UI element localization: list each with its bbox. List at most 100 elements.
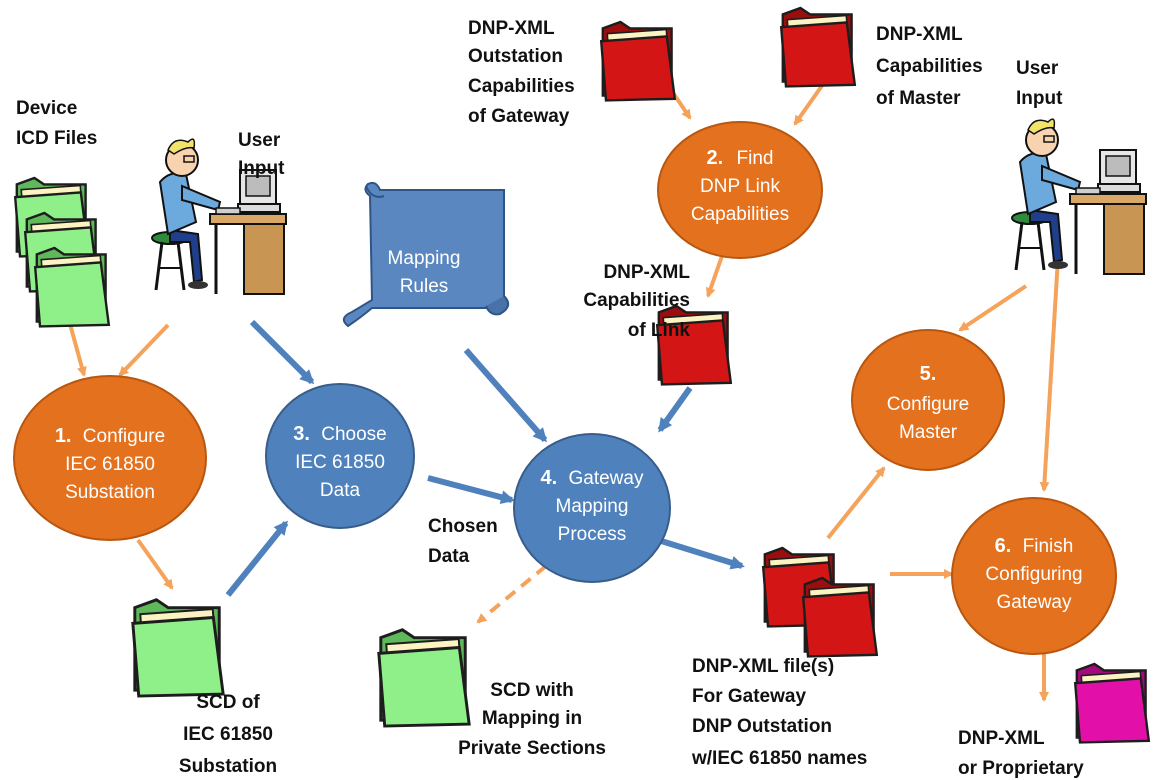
node-line: Substation: [65, 482, 155, 503]
node-line: Process: [558, 524, 627, 545]
svg-text:Input: Input: [238, 158, 285, 179]
label-user-input-right: User Input: [1016, 58, 1063, 109]
node-line: Choose: [321, 424, 387, 445]
svg-text:Chosen: Chosen: [428, 516, 498, 537]
arrow-n1-to-scd: [136, 538, 174, 590]
svg-text:DNP-XML file(s): DNP-XML file(s): [692, 656, 834, 677]
svg-text:of Gateway: of Gateway: [468, 106, 570, 127]
label-chosen-data: Chosen Data: [428, 516, 498, 567]
label-scd-mapping: SCD with Mapping in Private Sections: [458, 680, 606, 759]
node-line: Data: [320, 480, 361, 501]
node-line: Gateway: [568, 468, 643, 489]
arrow-rules-to-n4: [463, 348, 548, 443]
svg-text:6. Finish: 6. Finish: [995, 535, 1074, 557]
device-icd-folders: [13, 176, 111, 328]
link-caps-folder-icon: [656, 304, 732, 386]
node-2: 2. Find DNP Link Capabilities: [657, 121, 823, 259]
node-number: 3.: [293, 423, 310, 445]
svg-text:Input: Input: [1016, 88, 1063, 109]
svg-text:Capabilities: Capabilities: [468, 76, 575, 97]
arrow-n4-to-scd-mapping: [476, 564, 548, 624]
arrow-user-to-n5: [958, 284, 1028, 332]
svg-text:DNP Outstation: DNP Outstation: [692, 716, 832, 737]
svg-text:of Link: of Link: [628, 320, 691, 341]
node-line: IEC 61850: [295, 452, 385, 473]
arrow-scd-to-n3: [225, 520, 289, 597]
node-line: Mapping: [556, 496, 629, 517]
label-device-icd: Device ICD Files: [16, 98, 97, 149]
arrow-icd-to-n1: [68, 323, 87, 377]
arrow-user-to-n3: [249, 319, 315, 385]
svg-text:Data: Data: [428, 546, 470, 567]
node-number: 2.: [707, 147, 724, 169]
scroll-line1: Mapping: [388, 248, 461, 269]
svg-text:Substation: Substation: [179, 756, 277, 777]
arrow-user-to-n6: [1039, 257, 1060, 492]
node-line: Master: [899, 422, 958, 443]
user-at-desk-icon: [1010, 117, 1148, 276]
label-user-input-left: User Input: [238, 130, 285, 179]
svg-text:DNP-XML: DNP-XML: [876, 24, 963, 45]
svg-text:Private Sections: Private Sections: [458, 738, 606, 759]
svg-text:DNP-XML: DNP-XML: [468, 18, 555, 39]
svg-text:1. Configure: 1. Configure: [55, 425, 165, 447]
node-3: 3. Choose IEC 61850 Data: [265, 383, 415, 529]
arrow-n3-to-n4: [427, 475, 515, 504]
node-line: Finish: [1023, 536, 1074, 557]
node-number: 1.: [55, 425, 72, 447]
label-scd-substation: SCD of IEC 61850 Substation: [179, 692, 277, 777]
master-caps-folder-icon: [780, 6, 856, 88]
proprietary-folder-icon: [1073, 662, 1151, 744]
arrow-n4-to-files: [657, 537, 745, 570]
svg-text:Outstation: Outstation: [468, 46, 563, 67]
label-link-caps: DNP-XML Capabilities of Link: [583, 262, 690, 341]
svg-text:User: User: [238, 130, 281, 151]
arrow-link-to-n4: [657, 386, 693, 433]
node-number: 4.: [541, 467, 558, 489]
node-1: 1. Configure IEC 61850 Substation: [13, 375, 207, 541]
mapping-rules-scroll: Mapping Rules: [342, 181, 510, 328]
svg-text:DNP-XML: DNP-XML: [603, 262, 690, 283]
svg-text:4. Gateway: 4. Gateway: [541, 467, 644, 489]
svg-text:2. Find: 2. Find: [707, 147, 774, 169]
label-gateway-files: DNP-XML file(s) For Gateway DNP Outstati…: [691, 656, 867, 769]
svg-text:IEC 61850: IEC 61850: [183, 724, 273, 745]
node-5: 5. Configure Master: [851, 329, 1005, 471]
scd-substation-folder-icon: [131, 598, 225, 698]
svg-text:Capabilities: Capabilities: [583, 290, 690, 311]
arrow-n2-to-link: [705, 255, 724, 298]
svg-text:For Gateway: For Gateway: [692, 686, 806, 707]
node-line: DNP Link: [700, 176, 780, 197]
arrow-master-to-n2: [793, 78, 828, 126]
svg-text:SCD with: SCD with: [490, 680, 573, 701]
svg-text:3. Choose: 3. Choose: [293, 423, 386, 445]
folder-icon: [34, 246, 111, 328]
blue-arrows: [225, 319, 745, 597]
svg-text:Capabilities: Capabilities: [876, 56, 983, 77]
node-line: Gateway: [997, 592, 1072, 613]
node-6: 6. Finish Configuring Gateway: [951, 497, 1117, 655]
label-outstation-caps: DNP-XML Outstation Capabilities of Gatew…: [468, 18, 575, 127]
label-proprietary: DNP-XML or Proprietary: [958, 728, 1084, 779]
svg-text:User: User: [1016, 58, 1059, 79]
node-4: 4. Gateway Mapping Process: [513, 433, 671, 583]
node-line: Capabilities: [691, 204, 789, 225]
svg-text:or Proprietary: or Proprietary: [958, 758, 1084, 779]
svg-text:Mapping in: Mapping in: [482, 708, 582, 729]
node-line: Find: [737, 148, 774, 169]
svg-text:ICD Files: ICD Files: [16, 128, 97, 149]
node-line: Configure: [83, 426, 165, 447]
node-line: IEC 61850: [65, 454, 155, 475]
arrow-files-to-n5: [826, 466, 886, 540]
outstation-caps-folder-icon: [600, 20, 676, 102]
scroll-line2: Rules: [400, 276, 449, 297]
gateway-file-folder-icon: [802, 576, 878, 658]
svg-text:w/IEC 61850 names: w/IEC 61850 names: [691, 748, 867, 769]
scd-mapping-folder-icon: [377, 628, 471, 728]
node-number: 5.: [920, 363, 937, 385]
node-number: 6.: [995, 535, 1012, 557]
svg-text:DNP-XML: DNP-XML: [958, 728, 1045, 749]
svg-text:SCD of: SCD of: [196, 692, 260, 713]
orange-arrows: [68, 64, 1060, 702]
